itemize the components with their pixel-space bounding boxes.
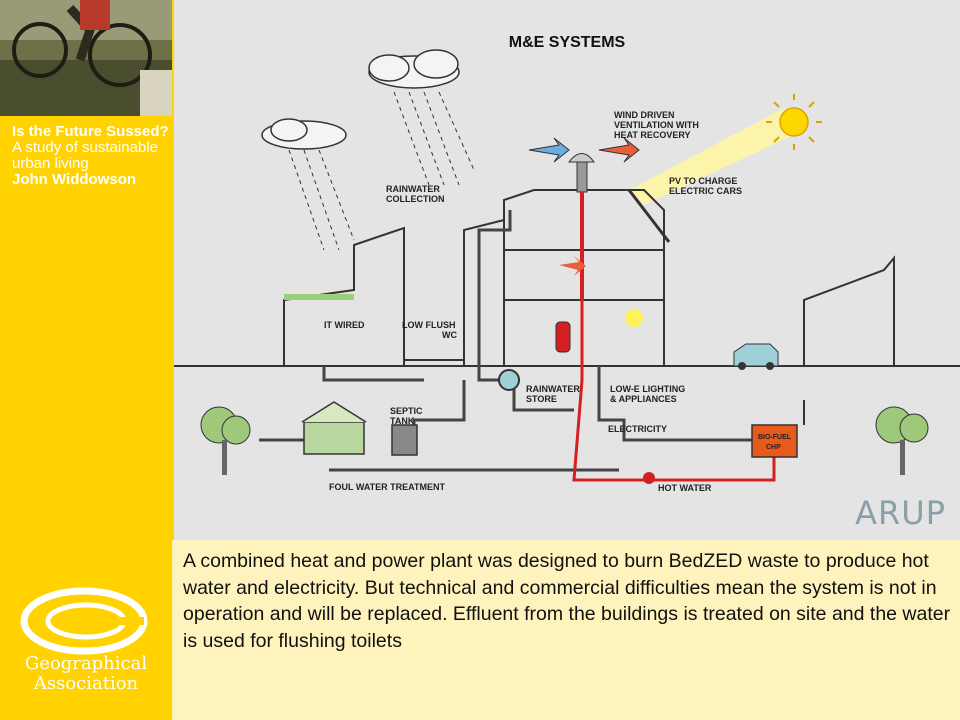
label-lowflush-line2: WC	[442, 330, 457, 340]
electric-car-icon	[733, 343, 779, 370]
label-electricity: ELECTRICITY	[608, 424, 667, 434]
wind-out-arrow-icon	[598, 137, 640, 163]
sun-icon	[766, 94, 822, 150]
label-rain-line2: COLLECTION	[386, 194, 445, 204]
label-hot-water: HOT WATER	[658, 483, 712, 493]
arup-logo: ARUP	[855, 494, 946, 532]
label-foul-water: FOUL WATER TREATMENT	[329, 482, 445, 492]
book-subtitle-line2: urban living	[12, 155, 89, 172]
pv-panel	[627, 189, 671, 243]
label-biofuel-line1: BIO-FUEL	[758, 434, 792, 441]
sunlight-beam	[629, 108, 804, 205]
light-bulb-icon	[625, 309, 643, 327]
tree-icon	[200, 406, 251, 475]
label-rainstore-line1: RAINWATER	[526, 384, 580, 394]
diagram-panel: M&E SYSTEMS	[174, 0, 960, 540]
rain-icon	[288, 91, 475, 251]
building	[283, 189, 895, 366]
label-septic-line2: TANK	[390, 416, 415, 426]
tree-icon	[875, 406, 929, 475]
publisher-line1: Geographical	[25, 653, 147, 674]
book-title: Is the Future Sussed? A study of sustain…	[12, 124, 170, 188]
caption-text: A combined heat and power plant was desi…	[183, 550, 951, 652]
label-wind-line3: HEAT RECOVERY	[614, 130, 691, 140]
water-pipes	[259, 210, 774, 472]
label-wind-line2: VENTILATION WITH	[614, 120, 699, 130]
rainwater-store-pump	[498, 369, 520, 391]
label-pv-line1: PV TO CHARGE	[669, 176, 737, 186]
label-lowe-line1: LOW-E LIGHTING	[610, 384, 685, 394]
label-lowflush-line1: LOW FLUSH	[402, 320, 456, 330]
book-subtitle-line1: A study of sustainable	[12, 139, 158, 156]
label-biofuel-line2: CHP	[766, 444, 781, 451]
wind-in-arrow-icon	[528, 137, 570, 163]
geographical-association-logo: Geographical Association	[14, 585, 164, 695]
cyclist-photo	[0, 0, 172, 116]
cloud-icon	[261, 118, 347, 150]
wind-cowl-icon	[567, 153, 595, 193]
label-septic-line1: SEPTIC	[390, 406, 423, 416]
hot-water-pump	[643, 472, 655, 484]
label-rainstore-line2: STORE	[526, 394, 557, 404]
sidebar: Is the Future Sussed? A study of sustain…	[0, 0, 172, 720]
me-systems-diagram: WIND DRIVEN VENTILATION WITH HEAT RECOVE…	[174, 49, 960, 493]
label-rain-line1: RAINWATER	[386, 184, 440, 194]
warm-air-arrow-icon	[559, 256, 586, 276]
septic-tank	[391, 424, 418, 456]
label-lowe-line2: & APPLIANCES	[610, 394, 677, 404]
caption-box: A combined heat and power plant was desi…	[172, 540, 960, 720]
roof-garden	[284, 294, 354, 300]
label-it-wired: IT WIRED	[324, 320, 365, 330]
hot-water-tank	[555, 321, 571, 353]
label-wind-line1: WIND DRIVEN	[614, 110, 675, 120]
book-author: John Widdowson	[12, 171, 137, 188]
cloud-icon	[368, 49, 460, 89]
biofuel-chp-unit	[751, 424, 798, 458]
hot-water-pipe	[572, 300, 776, 482]
label-pv-line2: ELECTRIC CARS	[669, 186, 742, 196]
publisher-line2: Association	[33, 673, 139, 694]
book-title-main: Is the Future Sussed?	[12, 123, 169, 140]
reed-bed-icon	[301, 401, 367, 455]
diagram-title: M&E SYSTEMS	[508, 34, 626, 51]
